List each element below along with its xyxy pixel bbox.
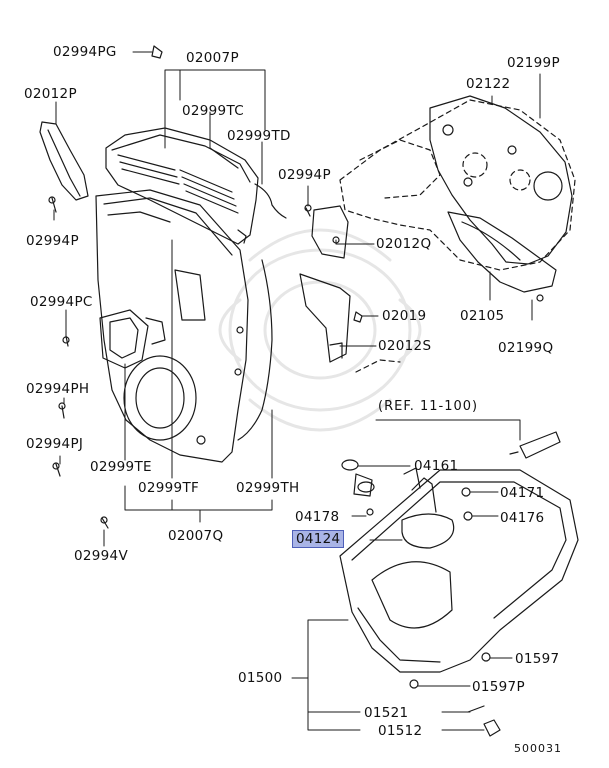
part-label-04161[interactable]: 04161 [414,458,459,474]
seal-strip-02999TC [209,147,239,169]
gasket-04161 [341,459,375,497]
bracket-02012S [299,273,363,363]
part-label-02105[interactable]: 02105 [460,308,505,324]
part-label-04124-highlighted[interactable]: 04124 [292,530,345,548]
part-label-01512[interactable]: 01512 [378,723,423,739]
dashed-link-02012S [355,359,401,373]
gear-case-02122 [429,95,573,265]
sealant-tube [509,431,561,459]
diagram-code: 500031 [514,742,562,755]
drain-plug-washer [467,705,485,713]
oil-pan-01500 [339,469,579,673]
part-label-02012P[interactable]: 02012P [24,86,77,102]
part-label-01597[interactable]: 01597 [515,651,560,667]
lower-timing-cover [95,189,249,463]
part-label-02122[interactable]: 02122 [466,76,511,92]
part-label-02007P[interactable]: 02007P [186,50,239,66]
part-label-02999TE[interactable]: 02999TE [90,459,152,475]
part-label-02999TC[interactable]: 02999TC [182,103,244,119]
part-label-01597P[interactable]: 01597P [472,679,525,695]
part-label-02994P-left[interactable]: 02994P [26,233,79,249]
part-label-02994PC[interactable]: 02994PC [30,294,93,310]
part-label-02994PG[interactable]: 02994PG [53,44,117,60]
part-label-02199Q[interactable]: 02199Q [498,340,554,356]
part-label-02999TD[interactable]: 02999TD [227,128,291,144]
part-label-02007Q[interactable]: 02007Q [168,528,224,544]
seal-strip-02999TD [254,183,287,219]
oil-strainer-04124 [401,467,455,549]
part-label-04176[interactable]: 04176 [500,510,545,526]
upper-timing-cover [105,127,259,245]
part-label-01500[interactable]: 01500 [238,670,283,686]
part-label-02012Q[interactable]: 02012Q [376,236,432,252]
oil-pump-cover-02105 [447,211,557,302]
part-label-04171[interactable]: 04171 [500,485,545,501]
reference-note[interactable]: (REF. 11-100) [378,399,479,414]
leader-lines [53,51,541,731]
flange-02999TE [99,309,166,369]
bolts-left [48,45,312,529]
bracket-02012P [39,121,89,201]
part-label-02999TF[interactable]: 02999TF [138,480,200,496]
seal-strip-02999TH [237,259,273,441]
part-label-02999TH[interactable]: 02999TH [236,480,300,496]
part-label-02994P-upper[interactable]: 02994P [278,167,331,183]
part-label-02994PJ[interactable]: 02994PJ [26,436,84,452]
part-label-02019[interactable]: 02019 [382,308,427,324]
part-label-02012S[interactable]: 02012S [378,338,432,354]
pan-bolts [366,487,501,737]
part-label-04178[interactable]: 04178 [295,509,340,525]
part-label-01521[interactable]: 01521 [364,705,409,721]
part-label-02994V[interactable]: 02994V [74,548,128,564]
part-label-02199P[interactable]: 02199P [507,55,560,71]
part-label-02994PH[interactable]: 02994PH [26,381,90,397]
